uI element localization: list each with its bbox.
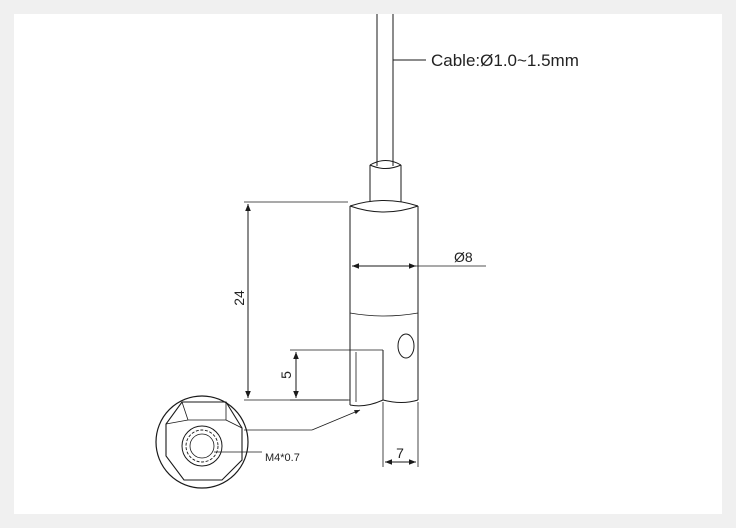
thread-detail	[155, 395, 262, 489]
detail-leader	[244, 409, 361, 431]
cable	[376, 14, 394, 160]
width-label: 7	[396, 445, 404, 461]
thread-label: M4*0.7	[265, 452, 300, 464]
cross-hole	[397, 333, 415, 359]
width-dimension	[382, 402, 419, 467]
drawing-panel	[14, 14, 722, 514]
gripper-body	[349, 200, 419, 407]
diameter-label: Ø8	[454, 249, 473, 265]
slot-height-label: 5	[278, 371, 294, 379]
length-label: 24	[231, 290, 247, 306]
slot-height-dimension	[290, 349, 350, 401]
ferrule	[369, 160, 402, 202]
cable-label: Cable:Ø1.0~1.5mm	[431, 51, 579, 70]
